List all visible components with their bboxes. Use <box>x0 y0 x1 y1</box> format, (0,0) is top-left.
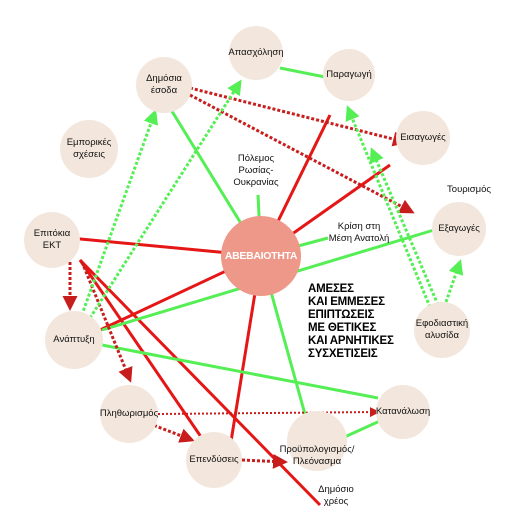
node-eisagoges <box>396 111 450 165</box>
edge-anaptyxi-katanalosi <box>101 343 379 400</box>
node-anaptyxi <box>45 311 103 369</box>
node-paragogi <box>323 49 375 101</box>
diagram-title: ΑΜΕΣΕΣ ΚΑΙ ΕΜΜΕΣΕΣ ΕΠΙΠΤΩΣΕΙΣ ΜΕ ΘΕΤΙΚΕΣ… <box>308 283 394 361</box>
edge-eforiastiki-eisagoges <box>369 147 440 306</box>
title-line: ΜΕ ΘΕΤΙΚΕΣ <box>308 322 377 334</box>
label-emporikes-sxeseis: Εμπορικές σχέσεις <box>66 137 112 160</box>
label-eisagoges: Εισαγωγές <box>400 132 446 143</box>
edge-epitokia-plithorismos <box>80 261 133 383</box>
label-tourismos: Τουρισμός <box>447 184 491 195</box>
center-node-abebaiotita <box>221 216 301 296</box>
label-eksagoges: Εξαγωγές <box>438 223 480 234</box>
edge-apasxolisi-paragogi <box>279 66 331 80</box>
node-proupologismos <box>287 411 347 471</box>
label-apasxolisi: Απασχόληση <box>228 47 284 58</box>
label-dimosio-xreos: Δημόσιο χρέος <box>318 484 354 507</box>
label-paragogi: Παραγωγή <box>326 69 372 80</box>
center-label: ΑΒΕΒΑΙΟΤΗΤΑ <box>224 250 298 262</box>
node-epitokia-ekt <box>24 212 80 268</box>
label-polemos: Πόλεμος Ρωσίας- Ουκρανίας <box>233 153 279 188</box>
label-plithorismos: Πληθωρισμός <box>99 408 159 419</box>
edge-dimosia-eksagoges <box>189 93 415 214</box>
edge-plithorismos-ependyseis <box>139 418 195 443</box>
label-dimosia-esoda: Δημόσια έσοδα <box>146 73 182 96</box>
label-krisi: Κρίση στη Μέση Ανατολή <box>328 221 390 244</box>
edge-dimosia-eisagoges <box>189 86 408 147</box>
label-anaptyxi: Ανάπτυξη <box>53 334 95 345</box>
title-line: ΚΑΙ ΑΡΝΗΤΙΚΕΣ <box>308 335 394 347</box>
node-eksagoges <box>432 202 486 256</box>
label-eforiastiki-alysida: Εφοδιαστική αλυσίδα <box>415 318 469 341</box>
node-emporikes-sxeseis <box>60 120 118 178</box>
node-katanalosi <box>376 385 430 439</box>
node-dimosia-esoda <box>136 57 192 113</box>
label-proupologismos: Προϋπολογισμός/ Πλεόνασμα <box>279 444 355 467</box>
edge-ependyseis-proupologismos <box>241 453 288 469</box>
edge-epitokia-ependyseis <box>78 259 212 451</box>
label-ependyseis: Επενδύσεις <box>189 454 239 465</box>
node-ependyseis <box>186 432 242 488</box>
label-epitokia-ekt: Επιτόκια ΕΚΤ <box>33 228 71 251</box>
edge-anaptyxi-dimosia <box>78 109 158 321</box>
node-plithorismos <box>100 385 158 443</box>
node-eforiastiki-alysida <box>414 302 470 358</box>
edge-plithorismos-katanalosi <box>157 407 380 418</box>
title-line: ΚΑΙ ΕΜΜΕΣΕΣ <box>308 296 385 308</box>
edge-anaptyxi-apasxolisi <box>88 79 242 319</box>
label-katanalosi: Κατανάλωση <box>375 406 431 417</box>
title-line: ΑΜΕΣΕΣ <box>308 283 354 295</box>
node-apasxolisi <box>229 26 283 80</box>
title-line: ΣΥΣΧΕΤΙΣΕΙΣ <box>308 348 378 360</box>
title-line: ΕΠΙΠΤΩΣΕΙΣ <box>308 309 375 321</box>
edge-eforiastiki-eksagoges <box>444 259 464 303</box>
edge-eforiastiki-paragogi <box>345 105 434 313</box>
